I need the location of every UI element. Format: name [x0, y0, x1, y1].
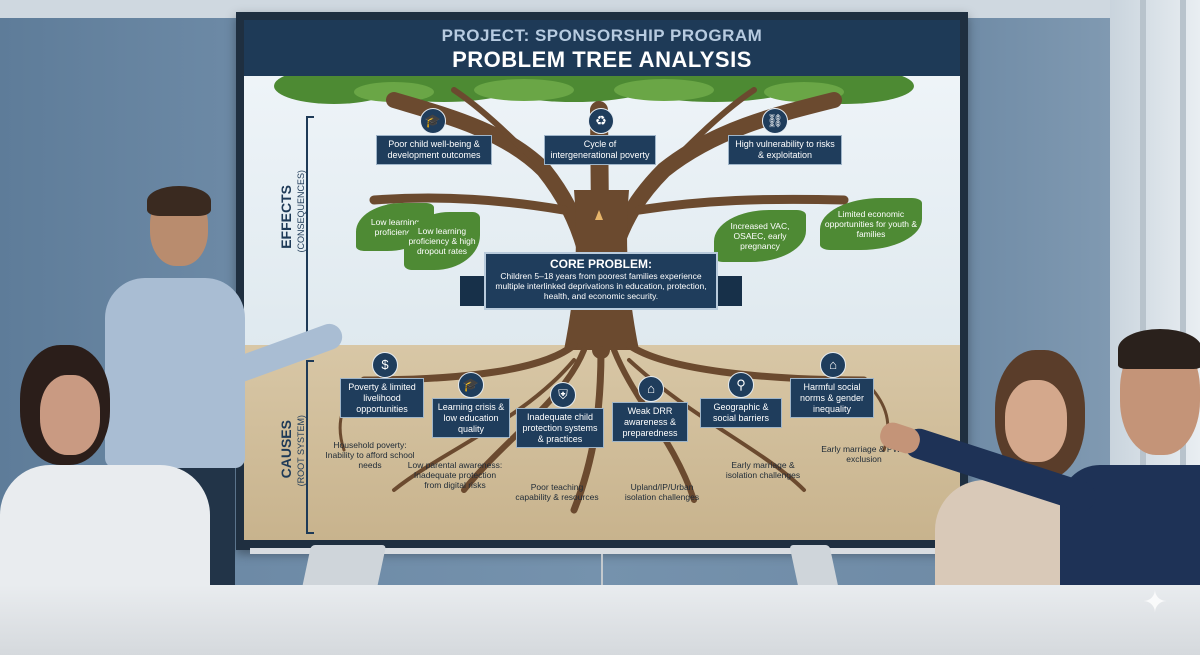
graduation-cap-icon: 🎓: [420, 108, 446, 134]
screen-pull-cord: [601, 554, 603, 594]
effect-box: Cycle of intergenerational poverty: [544, 135, 656, 165]
sub-cause-text: Upland/IP/Urban isolation challenges: [624, 482, 700, 502]
causes-sub-label: (ROOT SYSTEM): [296, 415, 306, 487]
sparkle-icon: ✦: [1142, 586, 1168, 619]
cause-box: Inadequate child protection systems & pr…: [516, 408, 604, 448]
core-problem-text: Children 5–18 years from poorest familie…: [495, 271, 707, 301]
slide-title-bar: PROJECT: SPONSORSHIP PROGRAM PROBLEM TRE…: [244, 20, 960, 76]
house-icon: ⌂: [638, 376, 664, 402]
cause-box: Poverty & limited livelihood opportuniti…: [340, 378, 424, 418]
sub-cause-text: Early marriage & isolation challenges: [725, 460, 801, 480]
conference-table: [0, 585, 1200, 655]
project-label: PROJECT: SPONSORSHIP PROGRAM: [441, 26, 763, 45]
slide: PROJECT: SPONSORSHIP PROGRAM PROBLEM TRE…: [244, 20, 960, 540]
sub-cause-text: Poor teaching capability & resources: [515, 482, 599, 502]
effects-sub-label: (CONSEQUENCES): [296, 170, 306, 253]
core-problem-banner: CORE PROBLEM: Children 5–18 years from p…: [484, 252, 718, 310]
cycle-arrows-icon: ♻: [588, 108, 614, 134]
effect-box: Poor child well-being & development outc…: [376, 135, 492, 165]
money-bag-icon: $: [372, 352, 398, 378]
causes-bracket: [306, 360, 314, 534]
graduation-cap-icon: 🎓: [458, 372, 484, 398]
sub-cause-text: Low parental awareness: Inadequate prote…: [407, 460, 503, 490]
cause-box: Learning crisis & low education quality: [432, 398, 510, 438]
sub-cause-text: Early marriage & PWD exclusion: [821, 444, 907, 464]
effect-box: High vulnerability to risks & exploitati…: [728, 135, 842, 165]
shield-icon: ⛨: [550, 382, 576, 408]
slide-title: PROBLEM TREE ANALYSIS: [452, 47, 752, 72]
map-pin-icon: ⚲: [728, 372, 754, 398]
home-icon: ⌂: [820, 352, 846, 378]
effects-bracket: [306, 116, 314, 346]
cause-box: Weak DRR awareness & preparedness: [612, 402, 688, 442]
sub-cause-text: Household poverty: Inability to afford s…: [325, 440, 415, 470]
broken-chain-icon: ⛓: [762, 108, 788, 134]
core-problem-title: CORE PROBLEM:: [550, 257, 652, 271]
cause-box: Geographic & social barriers: [700, 398, 782, 428]
cause-box: Harmful social norms & gender inequality: [790, 378, 874, 418]
screen-bottom-bar: [250, 548, 978, 554]
